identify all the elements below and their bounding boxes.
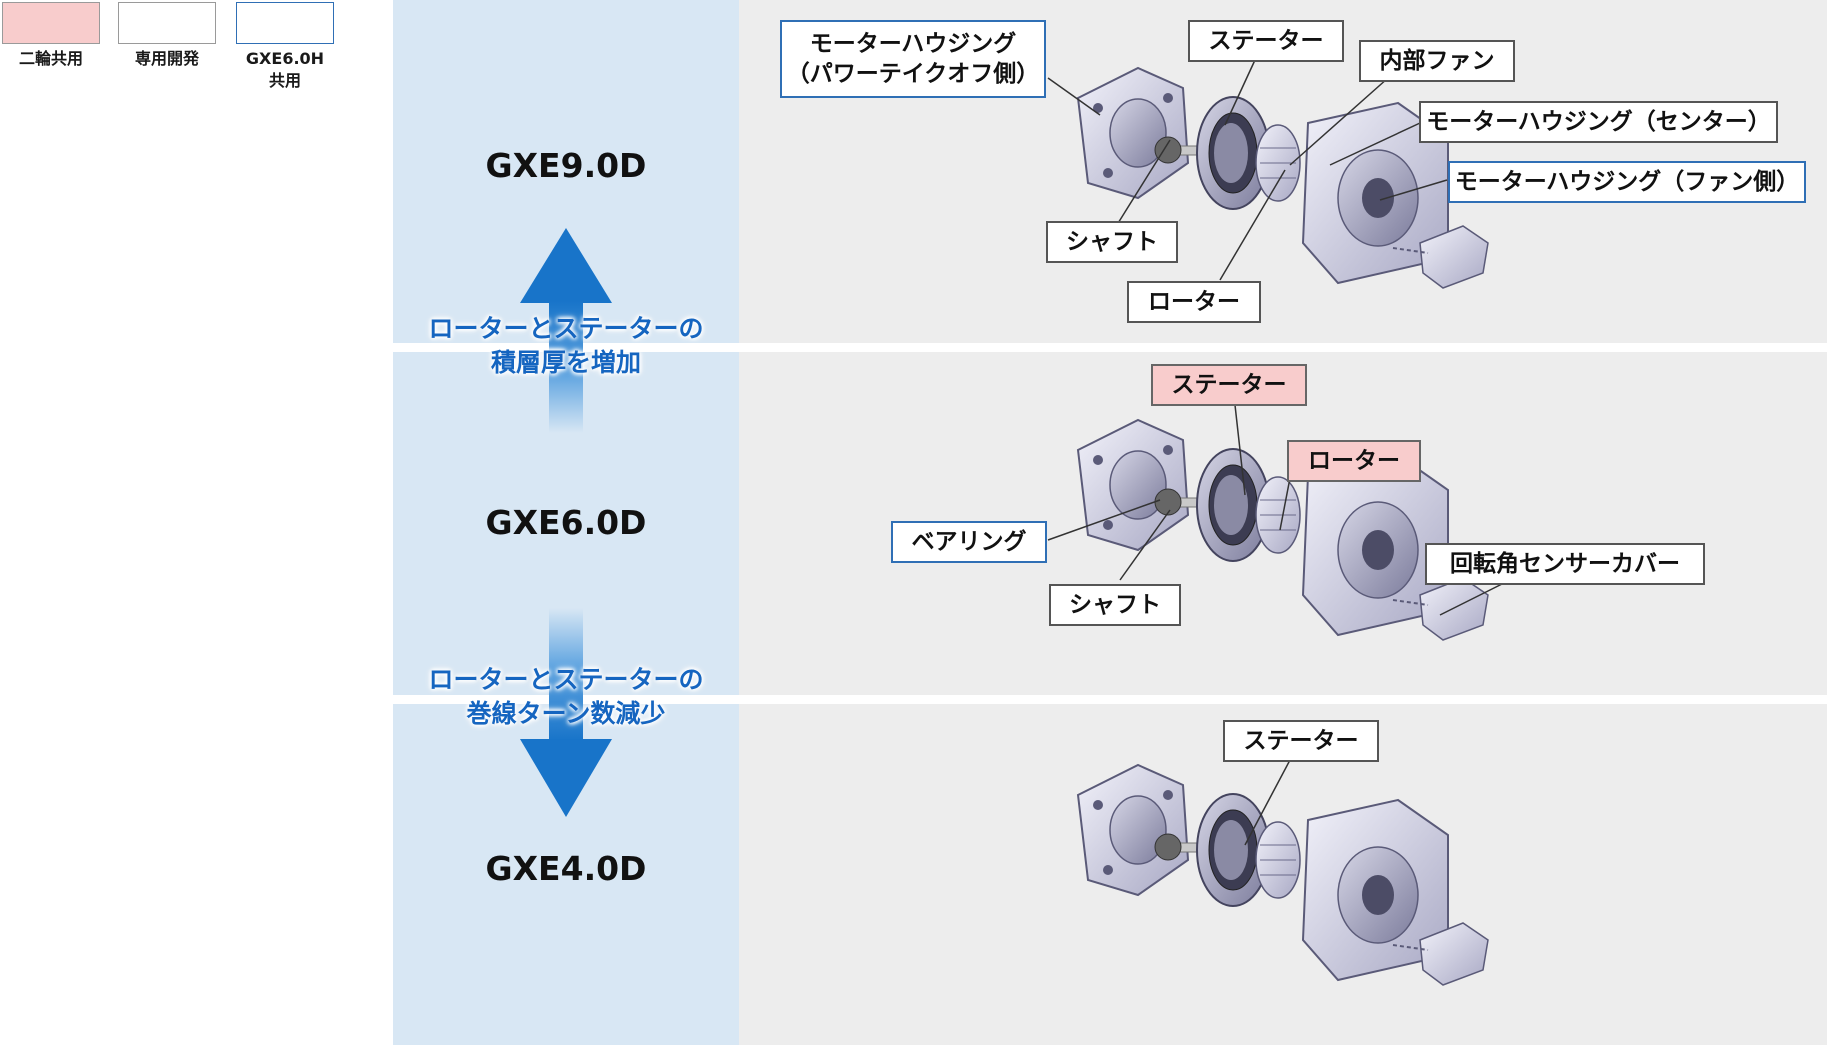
callout-stator-middle: ステーター (1151, 364, 1307, 406)
motor-drawing-gxe40d (1077, 764, 1489, 986)
model-label-gxe90d: GXE9.0D (485, 146, 647, 185)
callout-internal-fan: 内部ファン (1359, 40, 1515, 82)
leader-lines-bottom (1244, 759, 1291, 846)
legend-label-motorcycle-shared: 二輪共用 (18, 49, 83, 68)
callout-shaft-middle: シャフト (1049, 584, 1181, 626)
leader-lines-middle (1047, 404, 1511, 616)
band-separator-1 (393, 343, 1827, 352)
model-column (393, 0, 739, 1045)
callout-housing-fan-side: モーターハウジング（ファン側） (1448, 161, 1806, 203)
legend-label-dedicated: 専用開発 (134, 49, 199, 68)
legend-swatch-motorcycle-shared (2, 2, 100, 44)
change-increase-lamination: ローターとステーターの 積層厚を増加 (428, 314, 704, 377)
arrow-up-icon (520, 228, 612, 433)
arrow-down-icon (520, 608, 612, 817)
callout-housing-pto-side: モーターハウジング （パワーテイクオフ側） (780, 20, 1046, 98)
legend-swatch-dedicated (118, 2, 216, 44)
leader-lines-top (1047, 59, 1448, 281)
model-label-gxe40d: GXE4.0D (485, 849, 647, 888)
callout-stator-top: ステーター (1188, 20, 1344, 62)
callout-stator-bottom: ステーター (1223, 720, 1379, 762)
callout-rotor-top: ローター (1127, 281, 1261, 323)
callout-housing-center: モーターハウジング（センター） (1419, 101, 1778, 143)
callout-shaft-top: シャフト (1046, 221, 1178, 263)
callout-bearing: ベアリング (891, 521, 1047, 563)
model-label-gxe60d: GXE6.0D (485, 503, 647, 542)
band-separator-2 (393, 695, 1827, 704)
legend-swatch-gxe60h-shared (236, 2, 334, 44)
callout-rotor-middle: ローター (1287, 440, 1421, 482)
change-reduce-winding-turns: ローターとステーターの 巻線ターン数減少 (428, 665, 704, 728)
callout-rotation-sensor-cover: 回転角センサーカバー (1425, 543, 1705, 585)
legend-label-gxe60h-shared: GXE6.0H 共用 (245, 49, 325, 90)
